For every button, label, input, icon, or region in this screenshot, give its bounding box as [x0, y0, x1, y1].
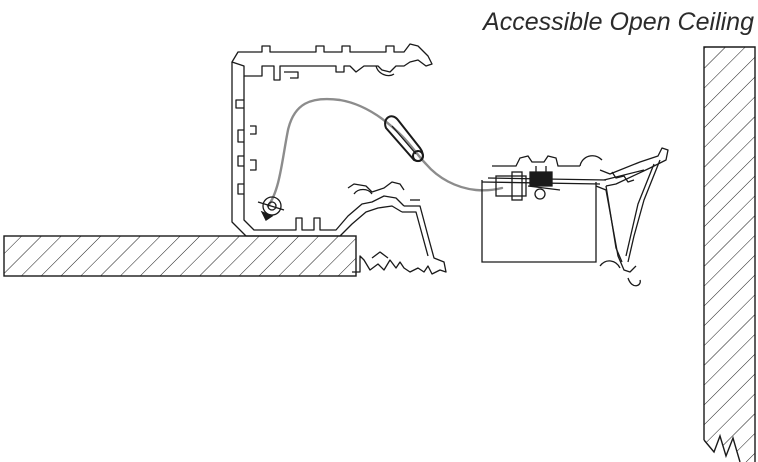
fixture-housing: [481, 180, 601, 263]
diagram-title: Accessible Open Ceiling: [483, 8, 754, 36]
safety-cable: [266, 97, 504, 208]
edge-trim-profile: [579, 147, 669, 287]
mounting-clip-assembly: [487, 155, 607, 201]
fastener-screw: [257, 196, 285, 221]
main-extrusion-profile: [231, 43, 447, 275]
slab-section: [3, 235, 357, 277]
wall-section: [703, 46, 756, 462]
carabiner-clip: [384, 115, 424, 162]
